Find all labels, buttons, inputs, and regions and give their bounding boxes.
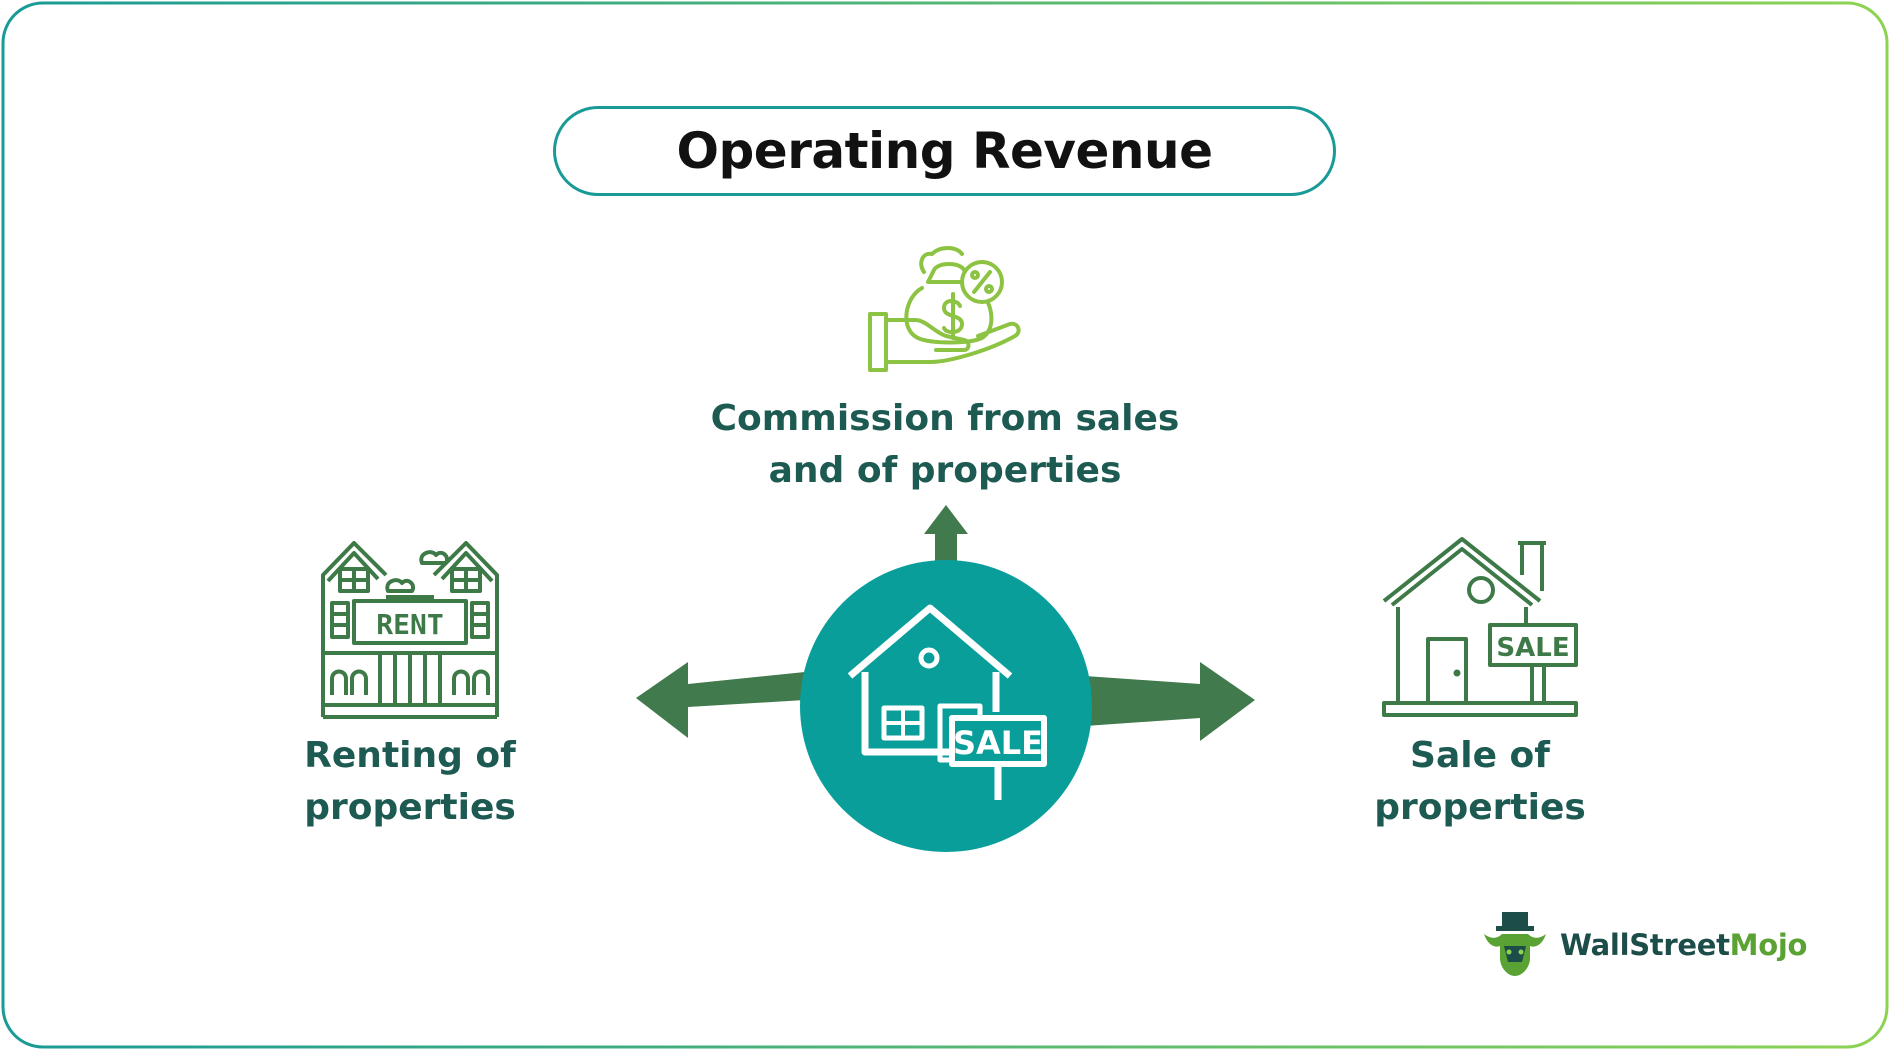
label-renting-line1: Renting of — [304, 735, 516, 776]
house-sign-text: SALE — [1496, 633, 1569, 663]
arrow-up — [924, 505, 968, 565]
center-sign-text: SALE — [953, 724, 1043, 762]
page-title: Operating Revenue — [676, 122, 1213, 180]
label-commission-line2: and of properties — [768, 450, 1122, 491]
rent-building-icon: RENT — [321, 541, 499, 719]
arrow-left — [636, 662, 805, 738]
label-sale-line2: properties — [1374, 787, 1586, 828]
brand-logo: WallStreetMojo — [1480, 910, 1820, 980]
arrow-right — [1085, 662, 1255, 741]
label-commission: Commission from sales and of properties — [645, 393, 1245, 497]
label-renting-line2: properties — [304, 787, 516, 828]
label-sale: Sale of properties — [1330, 730, 1630, 834]
brand-name-part1: WallStreet — [1560, 928, 1730, 962]
rent-sign-text: RENT — [376, 608, 443, 641]
label-renting: Renting of properties — [260, 730, 560, 834]
house-sale-icon: SALE — [1382, 537, 1578, 717]
brand-name-part2: Mojo — [1729, 928, 1808, 962]
house-sale-center-icon — [847, 604, 1047, 800]
bull-mascot-icon — [1484, 912, 1546, 976]
label-sale-line1: Sale of — [1410, 735, 1550, 776]
title-pill: Operating Revenue — [553, 106, 1336, 196]
label-commission-line1: Commission from sales — [710, 398, 1180, 439]
money-bag-hand-icon — [868, 246, 1021, 372]
